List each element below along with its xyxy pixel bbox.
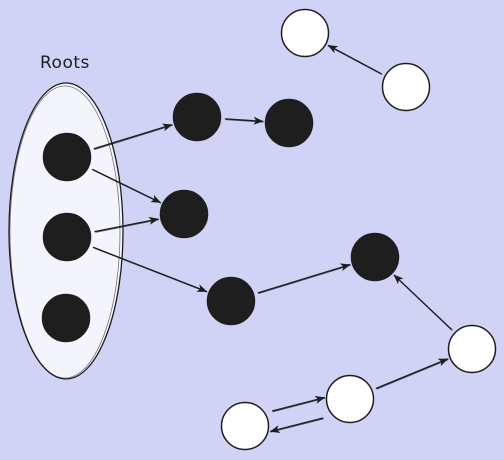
node-garbage-top-left (280, 8, 330, 58)
edge-sketch-garbage-middle-to-garbage-right (376, 358, 449, 390)
edge-sketch-root-2-to-reachable-d (93, 247, 208, 293)
edge-sketch-garbage-bottom-left-to-garbage-middle (272, 397, 326, 413)
edge-sketch-root-1-to-reachable-a (94, 124, 173, 150)
edge-sketch-root-2-to-reachable-c (95, 218, 160, 233)
roots-set-ellipse-sketch-stroke (9, 85, 121, 379)
edge-garbage-middle-to-garbage-right (375, 358, 449, 389)
nodes-layer (41, 8, 497, 451)
node-garbage-middle (325, 374, 375, 424)
edge-sketch-garbage-top-right-to-garbage-top-left (328, 45, 383, 75)
node-root-3 (41, 293, 91, 343)
node-garbage-right (447, 324, 497, 374)
node-garbage-bottom-left (220, 401, 270, 451)
node-reachable-b (264, 98, 314, 148)
edge-sketch-reachable-a-to-reachable-b (225, 118, 264, 123)
node-reachable-a (172, 92, 222, 142)
node-root-2 (42, 212, 92, 262)
node-reachable-e (350, 232, 400, 282)
edges-layer (91, 44, 453, 434)
node-garbage-top-right (381, 62, 431, 112)
edge-sketch-garbage-right-to-reachable-e (393, 275, 453, 331)
edge-sketch-reachable-d-to-reachable-e (258, 264, 351, 294)
edge-sketch-root-1-to-reachable-c (92, 169, 162, 204)
node-reachable-c (159, 189, 209, 239)
node-root-1 (42, 132, 92, 182)
edge-sketch-garbage-middle-to-garbage-bottom-left (270, 418, 324, 433)
node-reachable-d (206, 276, 256, 326)
roots-label: Roots (40, 53, 90, 73)
